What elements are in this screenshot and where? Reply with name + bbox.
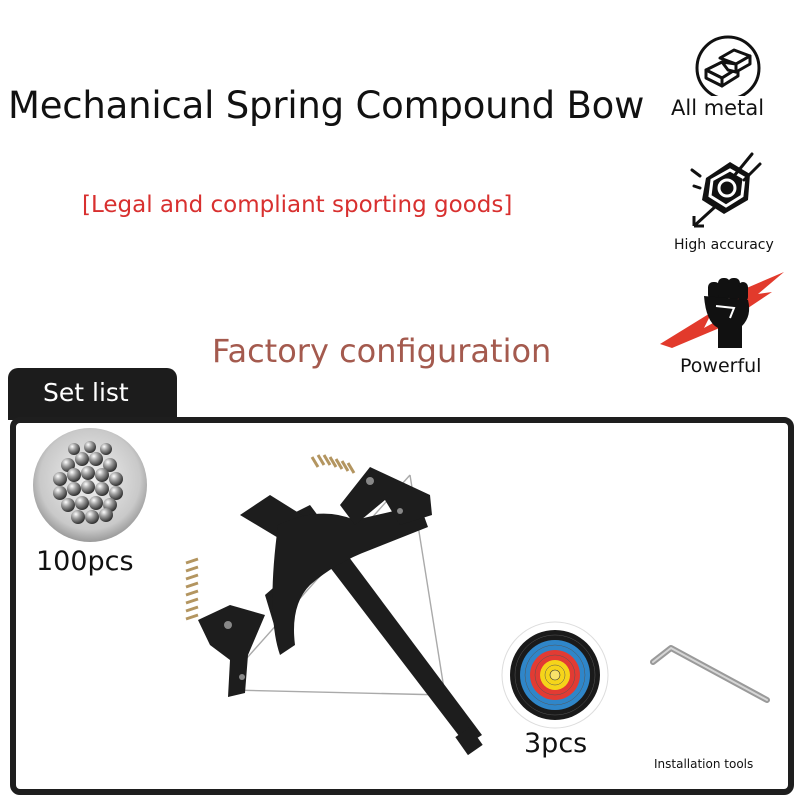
metal-bars-icon — [695, 35, 761, 96]
feature-all-metal-label: All metal — [671, 96, 765, 120]
installation-tools-label: Installation tools — [654, 757, 754, 771]
target-face-image — [501, 621, 609, 729]
hex-key-image — [650, 645, 770, 703]
fist-lightning-icon — [660, 272, 784, 348]
set-list-tab-label: Set list — [43, 378, 129, 407]
feature-powerful-label: Powerful — [680, 355, 762, 377]
section-heading: Factory configuration — [212, 332, 552, 370]
product-title: Mechanical Spring Compound Bow — [8, 84, 645, 127]
steel-balls-image — [33, 428, 147, 542]
compliance-subtitle: [Legal and compliant sporting goods] — [82, 192, 513, 218]
feature-high-accuracy-label: High accuracy — [674, 237, 774, 253]
steel-balls-label: 100pcs — [36, 546, 134, 577]
set-list-tab — [8, 368, 177, 420]
target-hit-icon — [690, 152, 762, 228]
compound-bow-image — [185, 454, 483, 756]
target-face-label: 3pcs — [524, 728, 588, 759]
